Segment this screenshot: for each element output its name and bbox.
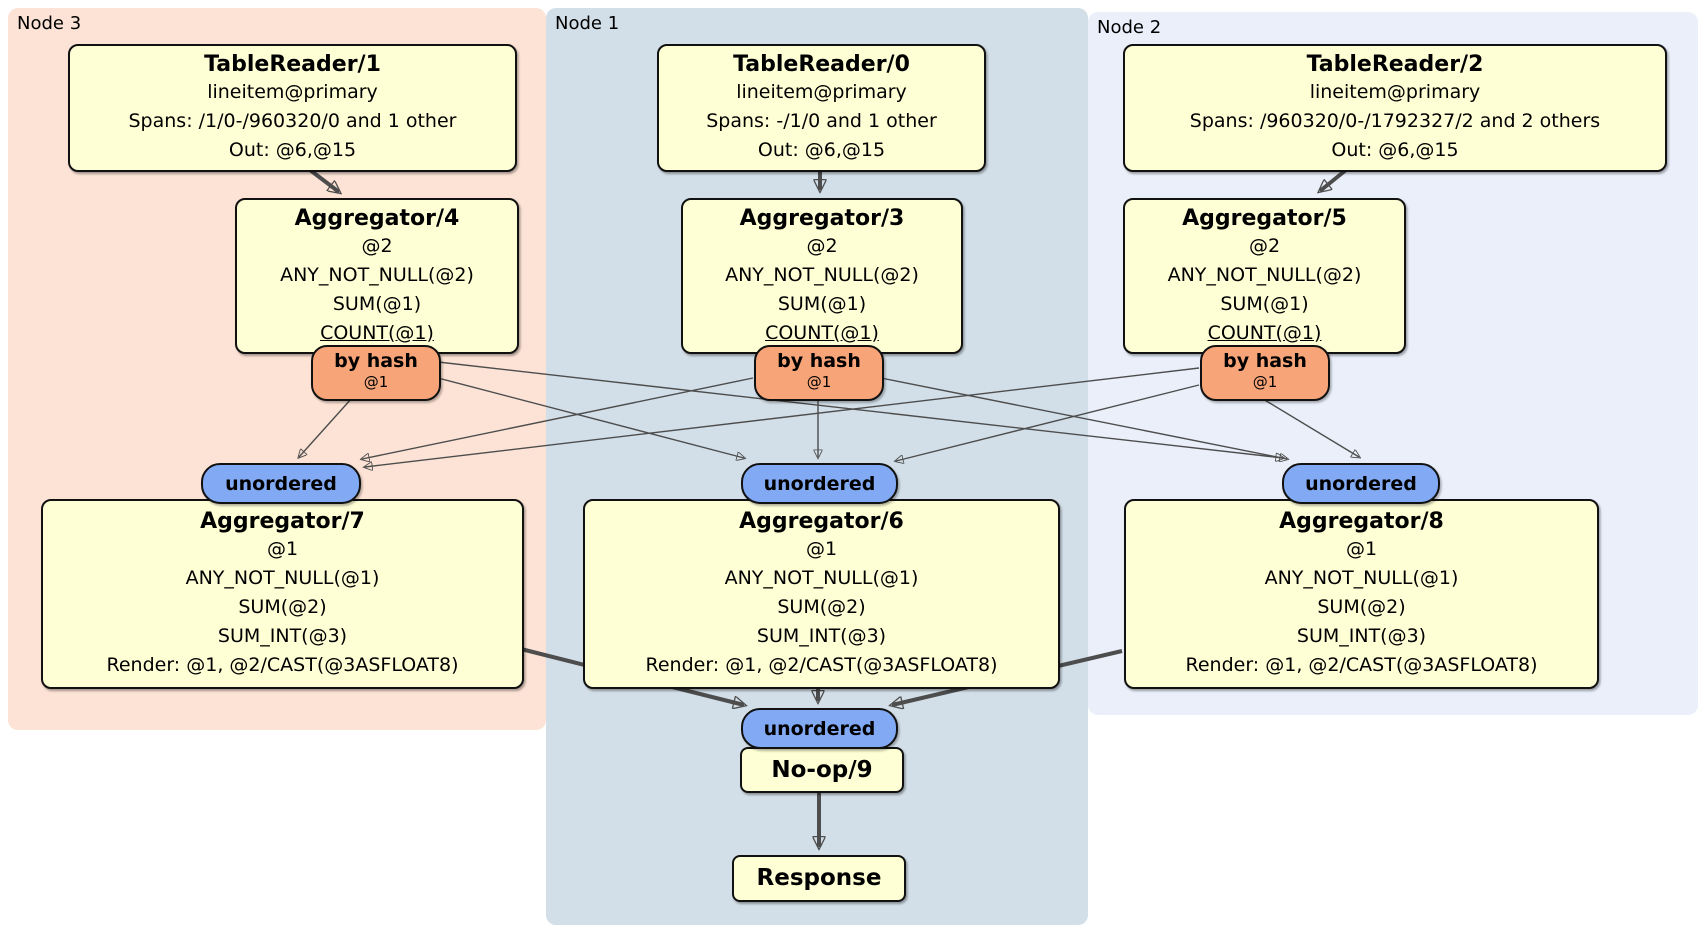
processor-line: Spans: /1/0-/960320/0 and 1 other <box>128 110 457 132</box>
edge-router2-sync1 <box>896 384 1200 461</box>
region-node1-label: Node 1 <box>555 13 620 34</box>
processor-line: @2 <box>1248 234 1281 257</box>
processor-line: @1 <box>1345 538 1378 560</box>
processor-line: SUM(@2) <box>238 596 327 618</box>
processor-title: Aggregator/3 <box>739 205 905 231</box>
processor-line: SUM_INT(@3) <box>756 625 887 647</box>
processor-response: Response <box>732 855 906 902</box>
processor-line: ANY_NOT_NULL(@2) <box>1167 263 1362 286</box>
processor-noop-9: No-op/9 <box>740 747 904 793</box>
processor-line: @1 <box>805 538 838 560</box>
processor-line: ANY_NOT_NULL(@1) <box>724 567 919 589</box>
region-node3-label: Node 3 <box>17 13 82 34</box>
router-by-hash-node3: by hash @1 <box>311 345 441 401</box>
router-by-hash-node1: by hash @1 <box>754 345 884 401</box>
router-detail: @1 <box>363 373 389 391</box>
sync-unordered-node2: unordered <box>1282 463 1440 504</box>
processor-aggregator-3: Aggregator/3 @2 ANY_NOT_NULL(@2) SUM(@1)… <box>681 198 963 354</box>
processor-line: @1 <box>266 538 299 560</box>
router-label: by hash <box>334 350 418 372</box>
processor-line: lineitem@primary <box>207 81 378 103</box>
processor-line: COUNT(@1) <box>1207 321 1322 344</box>
router-by-hash-node2: by hash @1 <box>1200 345 1330 401</box>
processor-line: Out: @6,@15 <box>228 139 357 161</box>
router-label: by hash <box>1223 350 1307 372</box>
processor-line: COUNT(@1) <box>765 321 879 344</box>
processor-line: COUNT(@1) <box>320 321 434 344</box>
processor-line: @2 <box>361 234 393 257</box>
processor-title: Response <box>756 865 882 891</box>
edge-tr2-agg5 <box>1320 168 1348 191</box>
processor-aggregator-6: Aggregator/6 @1 ANY_NOT_NULL(@1) SUM(@2)… <box>583 499 1060 689</box>
processor-line: ANY_NOT_NULL(@2) <box>280 263 474 286</box>
processor-title: Aggregator/6 <box>739 509 904 534</box>
processor-title: Aggregator/7 <box>200 509 365 534</box>
processor-aggregator-4: Aggregator/4 @2 ANY_NOT_NULL(@2) SUM(@1)… <box>235 198 519 354</box>
processor-line: SUM(@2) <box>777 596 866 618</box>
edge-tr1-agg4 <box>308 168 339 192</box>
edge-router1-sync2 <box>880 377 1287 459</box>
processor-line: Render: @1, @2/CAST(@3ASFLOAT8) <box>1185 654 1538 676</box>
processor-title: Aggregator/5 <box>1182 205 1347 231</box>
processor-aggregator-8: Aggregator/8 @1 ANY_NOT_NULL(@1) SUM(@2)… <box>1124 499 1599 689</box>
edge-router3-sync2 <box>437 361 1283 458</box>
sync-label: unordered <box>763 472 876 495</box>
processor-line: SUM(@1) <box>1220 292 1309 315</box>
sync-unordered-final: unordered <box>741 708 898 749</box>
processor-line: Spans: -/1/0 and 1 other <box>706 110 937 132</box>
processor-line: Render: @1, @2/CAST(@3ASFLOAT8) <box>106 654 459 676</box>
processor-line: Out: @6,@15 <box>757 139 886 161</box>
processor-line: Render: @1, @2/CAST(@3ASFLOAT8) <box>645 654 998 676</box>
processor-title: TableReader/0 <box>733 52 910 77</box>
router-detail: @1 <box>1252 373 1278 391</box>
sync-unordered-node3: unordered <box>201 463 361 504</box>
processor-tablereader-2: TableReader/2 lineitem@primary Spans: /9… <box>1123 44 1667 172</box>
router-label: by hash <box>777 350 861 372</box>
sync-label: unordered <box>1305 472 1417 495</box>
processor-tablereader-1: TableReader/1 lineitem@primary Spans: /1… <box>68 44 517 172</box>
processor-line: lineitem@primary <box>1309 81 1481 103</box>
processor-tablereader-0: TableReader/0 lineitem@primary Spans: -/… <box>657 44 986 172</box>
sync-label: unordered <box>763 717 876 740</box>
edge-router1-sync3 <box>362 377 754 459</box>
processor-title: Aggregator/8 <box>1279 509 1444 534</box>
router-detail: @1 <box>806 373 832 391</box>
edge-router2-sync2 <box>1262 398 1359 457</box>
edge-router3-sync3 <box>299 397 353 457</box>
processor-line: lineitem@primary <box>736 81 907 103</box>
processor-title: Aggregator/4 <box>294 205 460 231</box>
sync-label: unordered <box>225 472 337 495</box>
processor-aggregator-7: Aggregator/7 @1 ANY_NOT_NULL(@1) SUM(@2)… <box>41 499 524 689</box>
processor-title: No-op/9 <box>771 756 873 783</box>
sync-unordered-node1: unordered <box>741 463 898 504</box>
processor-line: SUM(@1) <box>777 292 867 315</box>
processor-line: ANY_NOT_NULL(@2) <box>725 263 919 286</box>
processor-line: @2 <box>806 234 838 257</box>
processor-line: SUM_INT(@3) <box>1296 625 1427 647</box>
processor-line: ANY_NOT_NULL(@1) <box>185 567 380 589</box>
processor-line: Spans: /960320/0-/1792327/2 and 2 others <box>1189 110 1601 132</box>
processor-line: ANY_NOT_NULL(@1) <box>1264 567 1459 589</box>
processor-line: SUM(@1) <box>332 292 422 315</box>
edge-router2-sync3 <box>365 367 1200 467</box>
region-node2-label: Node 2 <box>1097 17 1162 38</box>
processor-title: TableReader/2 <box>1306 52 1484 77</box>
edge-router3-sync1 <box>437 377 744 458</box>
processor-line: Out: @6,@15 <box>1331 139 1459 161</box>
processor-line: SUM_INT(@3) <box>217 625 348 647</box>
processor-line: SUM(@2) <box>1317 596 1406 618</box>
processor-title: TableReader/1 <box>204 52 381 77</box>
processor-aggregator-5: Aggregator/5 @2 ANY_NOT_NULL(@2) SUM(@1)… <box>1123 198 1406 354</box>
